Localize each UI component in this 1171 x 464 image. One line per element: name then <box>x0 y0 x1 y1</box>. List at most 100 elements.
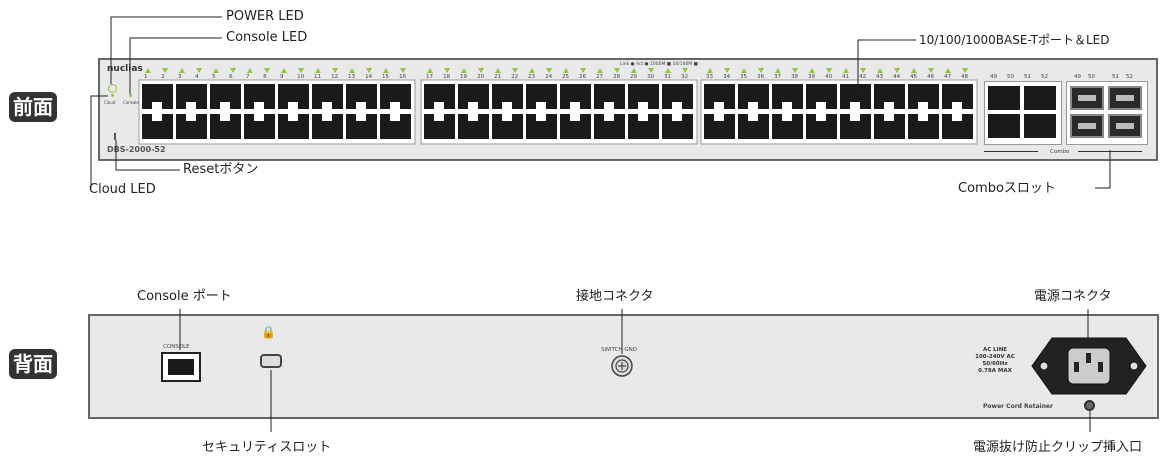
callout-security-slot: セキュリティスロット <box>202 440 332 455</box>
rj45-latch <box>918 114 928 121</box>
rj45-latch <box>288 114 298 121</box>
port-number: 44 <box>893 74 901 80</box>
sfp-slot[interactable] <box>1108 86 1142 110</box>
port-led <box>894 68 901 73</box>
console-port[interactable] <box>161 352 201 382</box>
rj45-latch <box>152 114 162 121</box>
port-number: 8 <box>263 74 267 80</box>
port-number: 36 <box>757 74 765 80</box>
port-number: 28 <box>613 74 621 80</box>
combo-bar-left <box>984 151 1038 152</box>
port-led <box>597 68 603 73</box>
port-number: 6 <box>229 74 233 80</box>
rj45-latch <box>356 114 366 121</box>
port-number: 17 <box>426 74 433 80</box>
rj45-latch <box>570 114 580 121</box>
sfp-port-number: 51 <box>1112 74 1119 80</box>
port-led <box>775 68 781 73</box>
uplink-rj45-port[interactable] <box>1024 114 1056 138</box>
port-led <box>724 68 731 73</box>
front-model: DBS-2000-52 <box>107 145 166 154</box>
port-led <box>682 68 689 73</box>
rj45-latch <box>714 102 724 109</box>
port-led <box>461 68 467 73</box>
sfp-port-number: 49 <box>1074 74 1081 80</box>
port-number: 32 <box>681 74 689 80</box>
port-number: 16 <box>399 74 407 80</box>
port-number: 20 <box>477 74 485 80</box>
port-led <box>826 68 833 73</box>
port-number: 27 <box>596 74 603 80</box>
port-number: 25 <box>562 74 569 80</box>
rj45-latch <box>782 114 792 121</box>
uplink-rj45-port[interactable] <box>1024 86 1056 110</box>
port-led <box>478 68 485 73</box>
cord-retainer-hole[interactable] <box>1084 400 1095 411</box>
rj45-latch <box>638 114 648 121</box>
rj45-latch <box>604 102 614 109</box>
sfp-slot[interactable] <box>1108 114 1142 138</box>
ac-rating-line-4: 0.78A MAX <box>978 368 1012 374</box>
ac-rating-line-2: 100-240V AC <box>975 354 1015 360</box>
rj45-latch <box>918 102 928 109</box>
rj45-latch <box>952 114 962 121</box>
rj45-latch <box>952 102 962 109</box>
rj45-latch <box>356 102 366 109</box>
ground-screw[interactable] <box>610 354 634 378</box>
rj45-latch <box>186 114 196 121</box>
leader-ports <box>857 39 916 98</box>
port-led <box>546 68 553 73</box>
uplink-port-number: 50 <box>1007 74 1014 80</box>
leader-combo <box>1095 150 1111 189</box>
rj45-latch <box>322 114 332 121</box>
power-inlet[interactable] <box>1030 336 1148 396</box>
rj45-latch <box>254 102 264 109</box>
leader-console-led <box>129 37 222 94</box>
callout-console-led: Console LED <box>226 30 308 45</box>
rj45-latch <box>884 102 894 109</box>
port-number: 47 <box>944 74 951 80</box>
rj45-latch <box>884 114 894 121</box>
port-led <box>230 68 237 73</box>
port-led <box>247 68 253 73</box>
uplink-port-number: 51 <box>1024 74 1031 80</box>
callout-ground-connector: 接地コネクタ <box>576 289 654 304</box>
port-number: 29 <box>630 74 637 80</box>
port-led <box>196 68 203 73</box>
port-led <box>792 68 799 73</box>
sfp-slot[interactable] <box>1070 114 1104 138</box>
rj45-latch <box>536 102 546 109</box>
rj45-latch <box>390 102 400 109</box>
port-led <box>512 68 519 73</box>
port-led <box>962 68 969 73</box>
port-led <box>741 68 747 73</box>
port-led <box>213 68 219 73</box>
led-legend: Link ● Act ● 1000M ■ 10/100M ■ <box>620 62 698 67</box>
lock-icon: 🔒 <box>261 325 276 339</box>
front-section-badge: 前面 <box>9 92 57 122</box>
port-led <box>145 68 151 73</box>
security-slot[interactable] <box>260 354 282 368</box>
port-number: 13 <box>348 74 355 80</box>
callout-console-port: Console ポート <box>137 289 232 304</box>
port-number: 33 <box>706 74 713 80</box>
rj45-latch <box>502 102 512 109</box>
port-number: 3 <box>178 74 182 80</box>
port-number: 45 <box>910 74 917 80</box>
rj45-latch <box>714 114 724 121</box>
rj45-latch <box>570 102 580 109</box>
uplink-rj45-port[interactable] <box>988 86 1020 110</box>
port-number: 22 <box>511 74 519 80</box>
port-led <box>665 68 671 73</box>
sfp-slot[interactable] <box>1070 86 1104 110</box>
port-number: 46 <box>927 74 935 80</box>
port-number: 10 <box>297 74 305 80</box>
uplink-rj45-port[interactable] <box>988 114 1020 138</box>
reset-button[interactable] <box>114 133 116 140</box>
port-led <box>563 68 569 73</box>
rj45-latch <box>850 114 860 121</box>
port-number: 19 <box>460 74 467 80</box>
